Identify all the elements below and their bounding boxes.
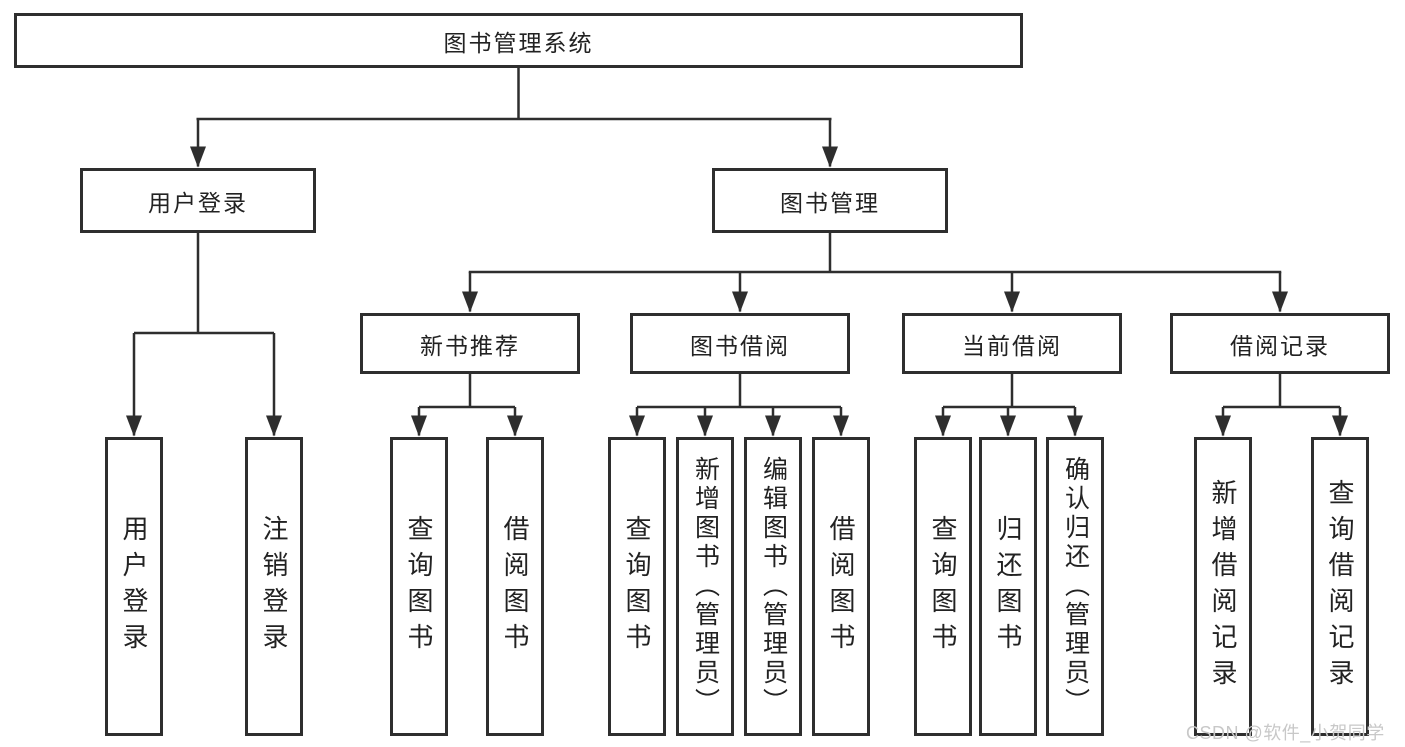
- leaf-current-query: 查询图书: [914, 437, 972, 736]
- leaf-current-return: 归还图书: [979, 437, 1037, 736]
- leaf-logout-label: 注销登录: [259, 514, 289, 659]
- leaf-borrow-add-admin-label: 新增图书（管理员）: [691, 456, 720, 717]
- connector-rails: [134, 68, 1340, 409]
- node-user-login-label: 用户登录: [148, 189, 248, 216]
- node-new-book-recommend-label: 新书推荐: [420, 332, 520, 359]
- leaf-records-add: 新增借阅记录: [1194, 437, 1252, 736]
- leaf-logout: 注销登录: [245, 437, 303, 736]
- node-borrow-records: 借阅记录: [1170, 313, 1390, 374]
- leaf-borrow-borrow-label: 借阅图书: [826, 514, 856, 659]
- leaf-newbooks-query: 查询图书: [390, 437, 448, 736]
- leaf-borrow-borrow: 借阅图书: [812, 437, 870, 736]
- node-current-borrow: 当前借阅: [902, 313, 1122, 374]
- leaf-borrow-query-label: 查询图书: [622, 514, 652, 659]
- leaf-current-return-label: 归还图书: [993, 514, 1023, 659]
- leaf-current-confirm-return-admin-label: 确认归还（管理员）: [1061, 456, 1090, 717]
- node-user-login: 用户登录: [80, 168, 316, 233]
- leaf-borrow-edit-admin: 编辑图书（管理员）: [744, 437, 802, 736]
- node-new-book-recommend: 新书推荐: [360, 313, 580, 374]
- leaf-newbooks-borrow-label: 借阅图书: [500, 514, 530, 659]
- csdn-watermark: CSDN @软件_小贺同学: [1186, 723, 1385, 743]
- leaf-current-confirm-return-admin: 确认归还（管理员）: [1046, 437, 1104, 736]
- node-root: 图书管理系统: [14, 13, 1023, 68]
- leaf-user-login: 用户登录: [105, 437, 163, 736]
- leaf-user-login-label: 用户登录: [119, 514, 149, 659]
- leaf-records-add-label: 新增借阅记录: [1208, 478, 1238, 695]
- leaf-records-query: 查询借阅记录: [1311, 437, 1369, 736]
- leaf-borrow-edit-admin-label: 编辑图书（管理员）: [759, 456, 788, 717]
- leaf-newbooks-query-label: 查询图书: [404, 514, 434, 659]
- node-book-management: 图书管理: [712, 168, 948, 233]
- leaf-current-query-label: 查询图书: [928, 514, 958, 659]
- node-borrow-records-label: 借阅记录: [1230, 332, 1330, 359]
- node-root-label: 图书管理系统: [443, 29, 594, 56]
- node-book-borrow: 图书借阅: [630, 313, 850, 374]
- node-book-borrow-label: 图书借阅: [690, 332, 790, 359]
- leaf-records-query-label: 查询借阅记录: [1325, 478, 1355, 695]
- node-current-borrow-label: 当前借阅: [962, 332, 1062, 359]
- leaf-newbooks-borrow: 借阅图书: [486, 437, 544, 736]
- leaf-borrow-query: 查询图书: [608, 437, 666, 736]
- node-book-management-label: 图书管理: [780, 189, 880, 216]
- leaf-borrow-add-admin: 新增图书（管理员）: [676, 437, 734, 736]
